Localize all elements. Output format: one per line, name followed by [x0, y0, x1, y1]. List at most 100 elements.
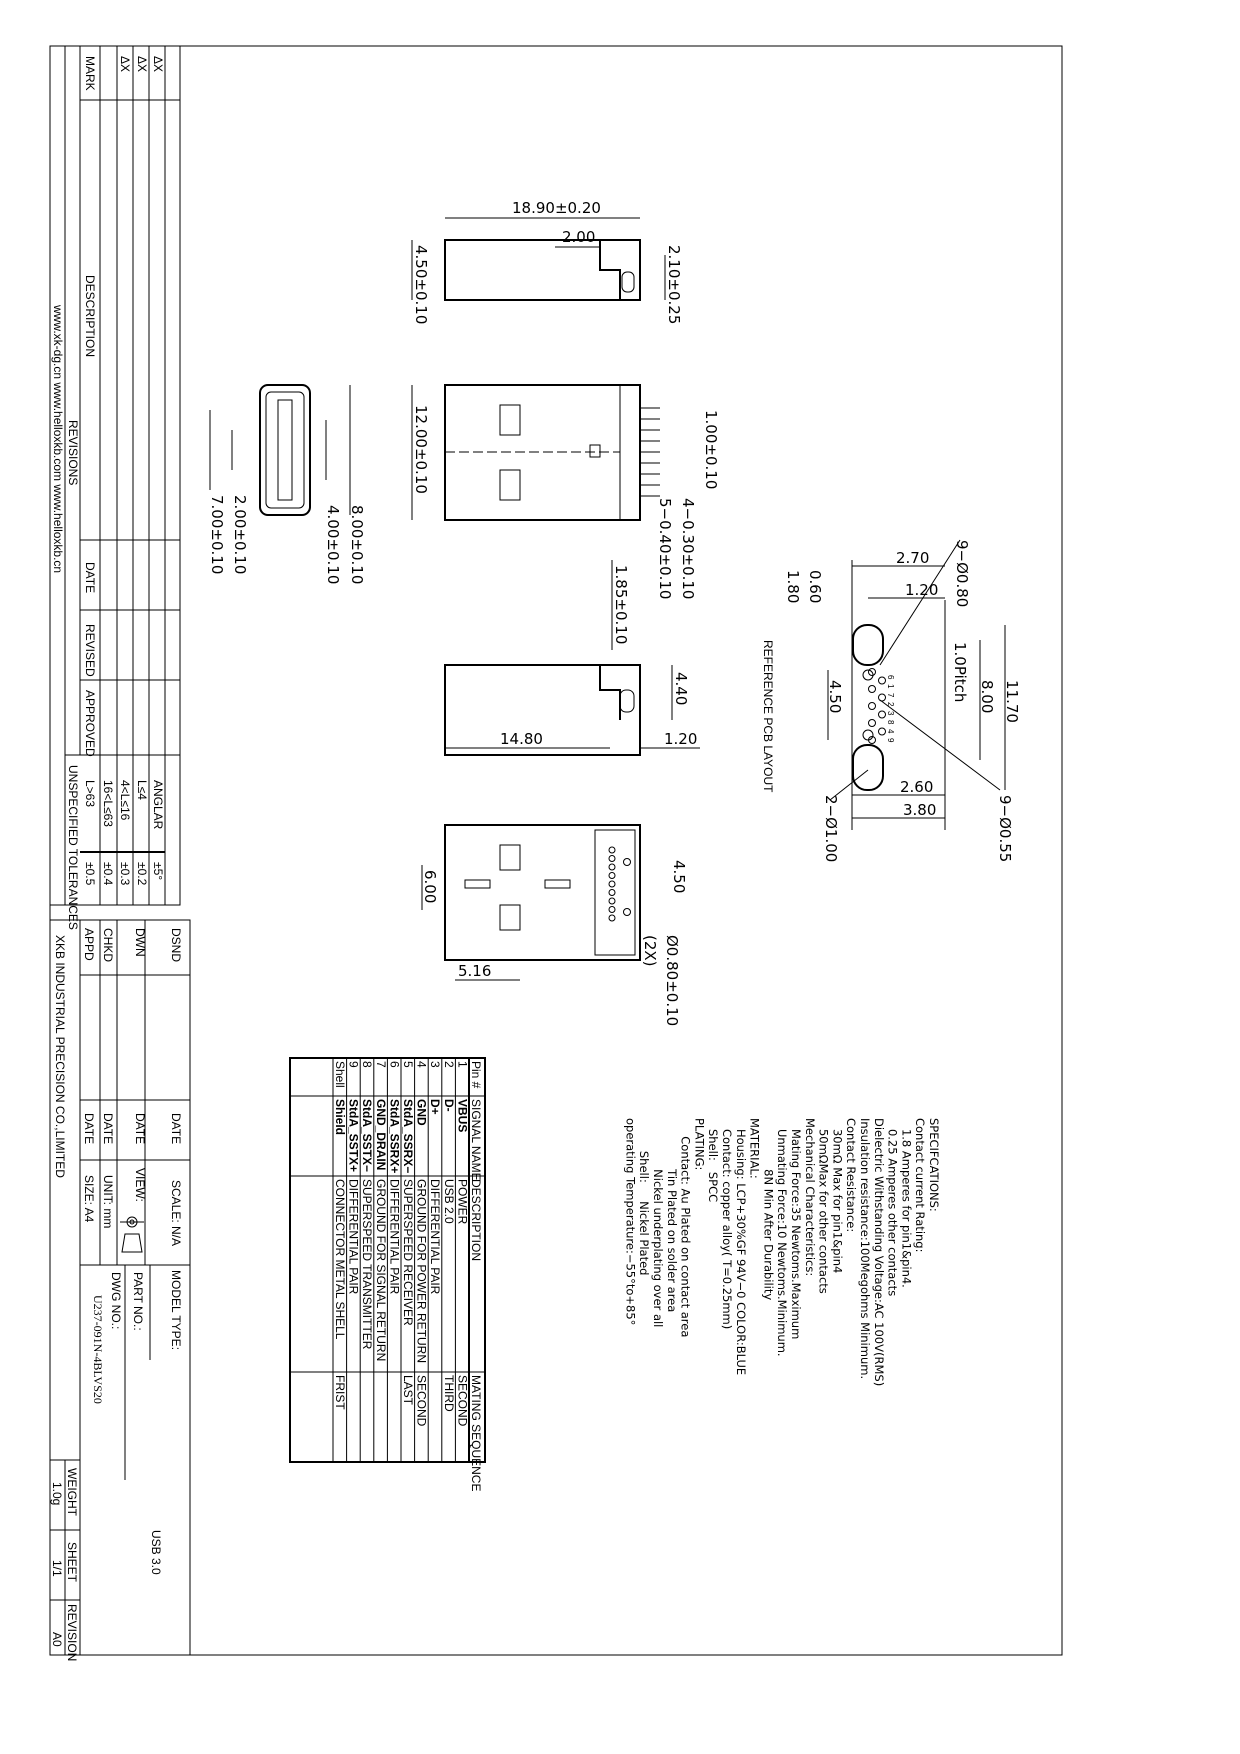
pin-hole: [608, 872, 616, 879]
header-date: DATE: [83, 562, 97, 593]
signal-name: Shield: [333, 1099, 347, 1135]
dim-front-4: 4.00±0.10: [324, 505, 342, 584]
mating-sequence: LAST: [401, 1375, 415, 1406]
label-date: DATE: [82, 1113, 96, 1144]
pin-description: DIFFERENTIAL PAIR: [387, 1179, 401, 1295]
dim-front-2: 2.00±0.10: [231, 495, 249, 574]
size: SIZE: A4: [82, 1175, 96, 1223]
pin-description: CONNECTOR METAL SHELL: [333, 1179, 347, 1340]
label-chkd: CHKD: [101, 928, 115, 962]
pin-number: 4: [415, 1061, 429, 1068]
dim-side2-tail: 1.20: [664, 730, 697, 748]
tolerance-value: ±0.3: [118, 862, 132, 886]
spec-line: 0.25 Amperes other contacts: [886, 1118, 900, 1296]
pin-description: POWER: [455, 1179, 469, 1225]
spec-line: Nickel underplating over all: [651, 1118, 665, 1327]
sheet: 1/1: [50, 1560, 64, 1577]
pcb-hole: [868, 685, 876, 693]
dim-bottom-516: 5.16: [458, 962, 491, 980]
pcb-dim-270: 2.70: [896, 549, 929, 567]
label-dwn: DWN: [133, 928, 147, 957]
mating-sequence: THIRD: [442, 1375, 456, 1412]
weight-label: WEIGHT: [65, 1468, 79, 1517]
pcb-dim-260: 2.60: [900, 778, 933, 796]
header-mark: MARK: [83, 56, 97, 91]
spec-line: 1.8 Amperes for pin1&pin4.: [899, 1118, 913, 1288]
signal-name: D-: [442, 1099, 456, 1112]
spec-line: SPECIFCATIONS:: [927, 1118, 941, 1212]
view-label: VIEW:: [133, 1168, 147, 1202]
unit: UNIT: mm: [101, 1175, 115, 1228]
tolerance-value: ±0.5: [83, 862, 97, 886]
spec-line: Tin Plated on solder area: [665, 1118, 679, 1312]
dim-front-7: 7.00±0.10: [208, 495, 226, 574]
tolerance-range: L>63: [83, 780, 97, 807]
dim-bottom-hole: Ø0.80±0.10: [663, 935, 681, 1026]
pin-hole: [608, 914, 616, 922]
signal-name: StdA_SSTX−: [360, 1099, 374, 1172]
dim-pin-width-5: 5−0.40±0.10: [656, 498, 674, 599]
side-view: 18.90±0.20 2.00 4.50±0.10 2.10±0.25: [411, 199, 683, 324]
tolerance-value: ±0.4: [101, 862, 115, 886]
pin-number: 8: [360, 1061, 374, 1068]
pcb-pin-number: 6: [886, 675, 895, 680]
signal-name: StdA_SSTX+: [347, 1099, 361, 1172]
dim-side2-length: 14.80: [500, 730, 543, 748]
sheet-label: SHEET: [65, 1542, 79, 1583]
pcb-holes-080: 9−Ø0.80: [953, 540, 971, 607]
part-no-label: PART NO.:: [131, 1272, 145, 1331]
bottom-view: 6.00 4.50 Ø0.80±0.10 (2X) 5.16: [421, 824, 688, 1026]
pcb-pin-number: 4: [886, 729, 895, 734]
spec-line: Contact current Rating:: [913, 1118, 927, 1253]
scale: SCALE: N/A: [169, 1180, 183, 1246]
mating-sequence: SECOND: [415, 1375, 429, 1427]
pcb-dim-180: 1.80: [784, 570, 802, 603]
spec-line: Housing: LCP+30%GF 94V−0 COLOR:BLUE: [734, 1118, 748, 1375]
dim-side-length: 18.90±0.20: [512, 199, 601, 217]
label-date: DATE: [169, 1113, 183, 1144]
pcb-hole: [878, 693, 886, 702]
pin-description: DIFFERENTIAL PAIR: [428, 1179, 442, 1295]
pcb-pitch: 1.0Pitch: [951, 642, 969, 702]
dim-side-height: 4.50±0.10: [412, 245, 430, 324]
tolerance-range: 4<L≤16: [118, 780, 132, 821]
pcb-hole: [878, 676, 886, 685]
peg-hole: [623, 908, 631, 916]
spec-line: 30mΩ Max for pin1&pin4: [830, 1118, 844, 1273]
label-date: DATE: [133, 1113, 147, 1144]
dim-side2-height: 4.40: [672, 672, 690, 705]
pcb-locating-hole: [862, 669, 874, 681]
pcb-pin-number: 2: [886, 702, 895, 707]
tolerances-title: UNSPECIFIED TOLERANCES: [66, 765, 80, 930]
label-date: DATE: [101, 1113, 115, 1144]
pin-description: SUPERSPEED RECEIVER: [401, 1179, 415, 1326]
pin-description: DIFFERENTIAL PAIR: [347, 1179, 361, 1295]
mating-sequence: SECOND: [455, 1375, 469, 1427]
pin-hole: [608, 863, 616, 871]
pcb-hole: [868, 719, 876, 727]
signal-name: VBUS: [455, 1099, 469, 1132]
top-view: 12.00±0.10 1.00±0.10 4−0.30±0.10 5−0.40±…: [411, 384, 720, 650]
tolerance-range: L≤4: [135, 780, 149, 800]
tolerance-value: ±0.2: [135, 862, 149, 886]
revision-delta: ΔX: [118, 56, 132, 72]
signal-name: GND: [415, 1099, 429, 1126]
pcb-locating-hole: [862, 729, 874, 741]
tolerance-range: 16<L≤63: [101, 780, 115, 827]
websites: www.xk-dg.cn www.helloxkb.com www.hellox…: [51, 304, 65, 573]
pin-hole: [608, 897, 616, 905]
dim-front-8: 8.00±0.10: [348, 505, 366, 584]
signal-name: StdA_SSRX−: [401, 1099, 415, 1173]
revisions-label: REVISIONS: [66, 420, 80, 485]
revision-block: ΔX ΔX ΔX MARK DESCRIPTION DATE REVISED A…: [49, 45, 181, 930]
spec-line: Unmating Force:10 Newtoms.Minimum.: [775, 1118, 789, 1357]
pin-hole: [608, 846, 616, 854]
pcb-dim-1170: 11.70: [1003, 680, 1021, 723]
spec-line: Insulation resistance:100Megohms Minimum…: [858, 1118, 872, 1379]
projection-symbol-icon: [120, 1216, 144, 1253]
signal-name: GND_DRAIN: [374, 1099, 388, 1170]
pcb-hole: [878, 710, 886, 719]
pin-number: 1: [455, 1061, 469, 1068]
